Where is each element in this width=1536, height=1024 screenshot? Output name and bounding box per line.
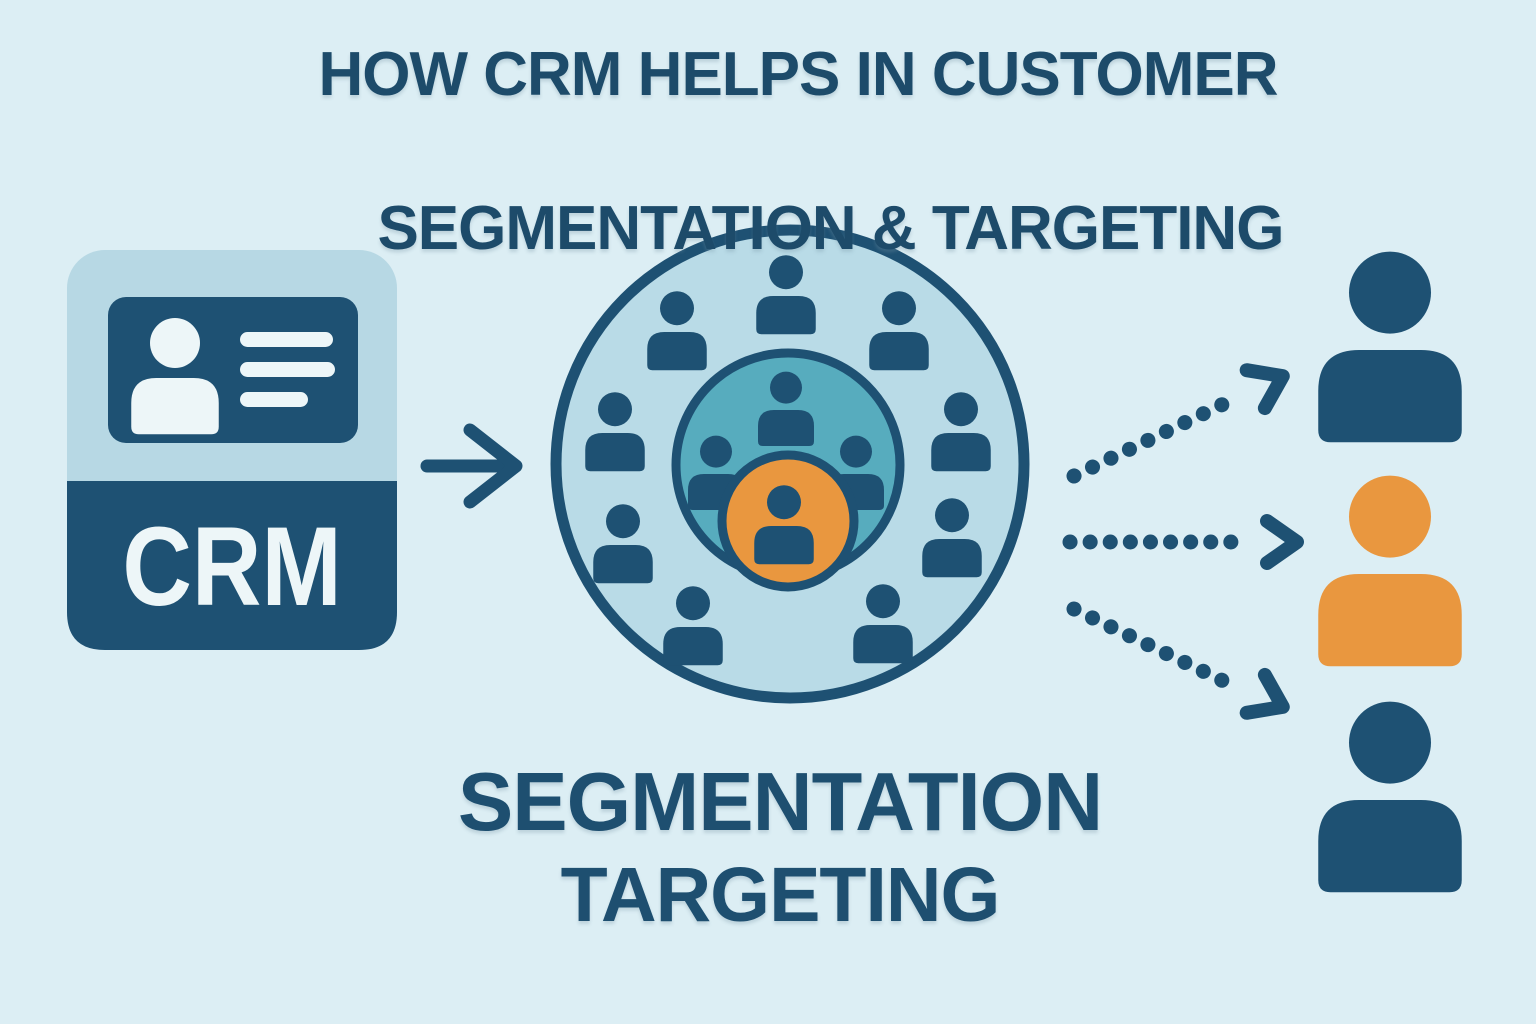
id-card-text-line: [240, 332, 333, 347]
arrowhead-chevron-icon: [1239, 363, 1290, 416]
target-highlight-circle: [717, 450, 859, 592]
target-person-middle-icon: [1318, 475, 1462, 667]
dotted-arrow-middle: [1062, 514, 1304, 570]
segmentation-label: SEGMENTATION: [457, 755, 1103, 848]
flow-arrow-icon: [420, 423, 523, 509]
crm-card: [67, 250, 397, 650]
crm-card-footer-band: [67, 481, 397, 650]
targeting-label: TARGETING: [560, 852, 1001, 938]
page-title: HOW CRM HELPS IN CUSTOMER SEGMENTATION &…: [30, 36, 1536, 344]
dotted-arrow-top: [1066, 363, 1290, 484]
dotted-arrows: [1062, 363, 1304, 720]
id-card-icon: [108, 297, 358, 443]
arrowhead-chevron-icon: [1260, 514, 1304, 570]
title-line-2: SEGMENTATION & TARGETING: [377, 194, 1284, 263]
id-card-text-line: [240, 362, 335, 377]
crm-card-label: CRM: [122, 504, 342, 629]
id-card-text-line: [240, 392, 308, 407]
title-line-1: HOW CRM HELPS IN CUSTOMER: [318, 40, 1279, 109]
arrowhead-chevron-icon: [1239, 667, 1290, 720]
audience-circle: [550, 224, 1030, 704]
dotted-arrow-bottom: [1066, 601, 1290, 720]
